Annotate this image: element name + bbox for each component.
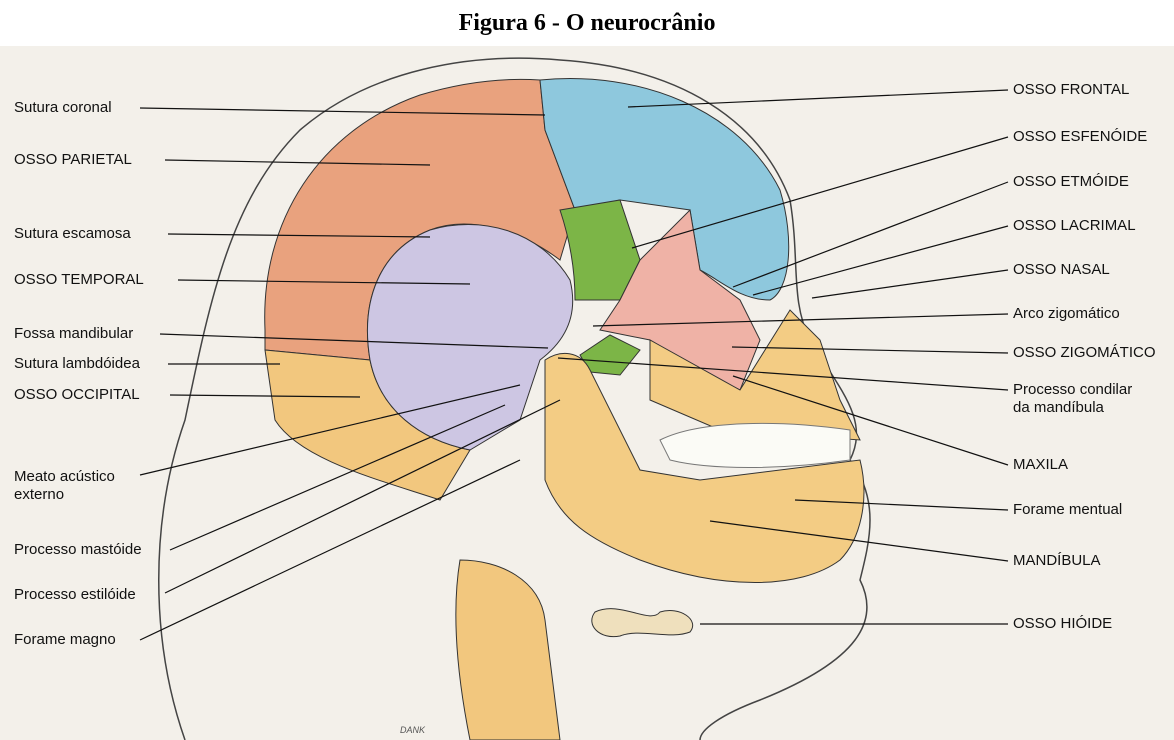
label-osso-occipital: OSSO OCCIPITAL [14, 386, 140, 404]
cervical-spine [456, 560, 560, 740]
label-osso-hioide: OSSO HIÓIDE [1013, 615, 1112, 633]
label-sutura-escamosa: Sutura escamosa [14, 225, 131, 243]
label-osso-etmoide: OSSO ETMÓIDE [1013, 173, 1129, 191]
label-mandibula: MANDÍBULA [1013, 552, 1101, 570]
label-osso-lacrimal: OSSO LACRIMAL [1013, 217, 1136, 235]
label-osso-nasal: OSSO NASAL [1013, 261, 1110, 279]
label-processo-estiloide: Processo estilóide [14, 586, 136, 604]
label-osso-esfenoide: OSSO ESFENÓIDE [1013, 128, 1147, 146]
label-sutura-lambdoidea: Sutura lambdóidea [14, 355, 140, 373]
label-osso-temporal: OSSO TEMPORAL [14, 271, 144, 289]
label-maxila: MAXILA [1013, 456, 1068, 474]
label-osso-frontal: OSSO FRONTAL [1013, 81, 1129, 99]
label-processo-mastoide: Processo mastóide [14, 541, 142, 559]
label-processo-condilar: Processo condilar da mandíbula [1013, 381, 1153, 417]
hyoid-bone [592, 609, 693, 637]
figure-title: Figura 6 - O neurocrânio [0, 10, 1174, 37]
label-fossa-mandibular: Fossa mandibular [14, 325, 133, 343]
label-arco-zigomatico: Arco zigomático [1013, 305, 1120, 323]
label-meato-acustico: Meato acústico externo [14, 468, 144, 504]
teeth [660, 423, 850, 467]
label-sutura-coronal: Sutura coronal [14, 99, 112, 117]
label-osso-parietal: OSSO PARIETAL [14, 151, 132, 169]
artist-signature: DANK [400, 725, 426, 735]
label-osso-zigomatico: OSSO ZIGOMÁTICO [1013, 344, 1156, 362]
label-forame-mentual: Forame mentual [1013, 501, 1122, 519]
label-forame-magno: Forame magno [14, 631, 116, 649]
